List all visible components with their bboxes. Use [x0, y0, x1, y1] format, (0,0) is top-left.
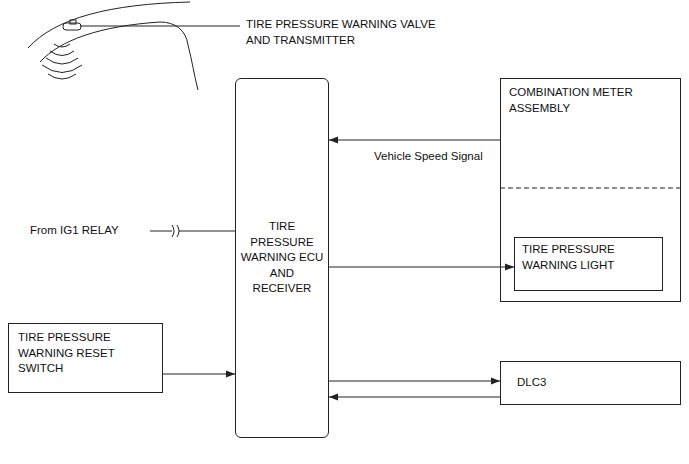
- node-text: TIRE PRESSURE WARNING RESET SWITCH: [18, 330, 128, 377]
- tire-sidewall: [188, 45, 198, 90]
- switch-box: TIRE PRESSURE WARNING RESET SWITCH: [8, 323, 163, 393]
- part-label: TIRE PRESSURE WARNING VALVE AND TRANSMIT…: [246, 17, 446, 48]
- leader-line: [80, 26, 240, 27]
- signal-arrow: [329, 381, 500, 382]
- node-text: DLC3: [517, 375, 546, 391]
- ig1-wire: [150, 231, 172, 232]
- node-text: TIRE PRESSURE WARNING LIGHT: [522, 242, 632, 273]
- dashed-divider: [500, 188, 681, 189]
- wire-break: [172, 225, 179, 237]
- edge-label: Vehicle Speed Signal: [372, 149, 485, 165]
- tire-rim: [40, 22, 188, 62]
- ig1-wire: [179, 231, 235, 232]
- signal-arrow: [329, 267, 514, 268]
- valve-stem: [70, 20, 76, 24]
- meter-box: COMBINATION METER ASSEMBLY TIRE PRESSURE …: [500, 78, 681, 302]
- signal-arrow: [329, 397, 500, 398]
- ecu-box: TIRE PRESSURE WARNING ECU AND RECEIVER: [235, 78, 329, 438]
- tire-outline: [28, 2, 190, 48]
- radio-wave: [46, 58, 78, 64]
- radio-wave: [50, 51, 74, 56]
- signal-arrow: [329, 140, 500, 141]
- warning-light-box: TIRE PRESSURE WARNING LIGHT: [514, 237, 663, 291]
- signal-arrow: [163, 374, 235, 375]
- radio-wave: [54, 44, 70, 47]
- node-text: COMBINATION METER ASSEMBLY: [509, 85, 649, 116]
- dlc-box: DLC3: [500, 361, 681, 405]
- radio-wave: [48, 74, 76, 79]
- signal-label: From IG1 RELAY: [30, 223, 119, 239]
- node-text: TIRE PRESSURE WARNING ECU AND RECEIVER: [239, 219, 325, 297]
- radio-wave: [42, 65, 82, 73]
